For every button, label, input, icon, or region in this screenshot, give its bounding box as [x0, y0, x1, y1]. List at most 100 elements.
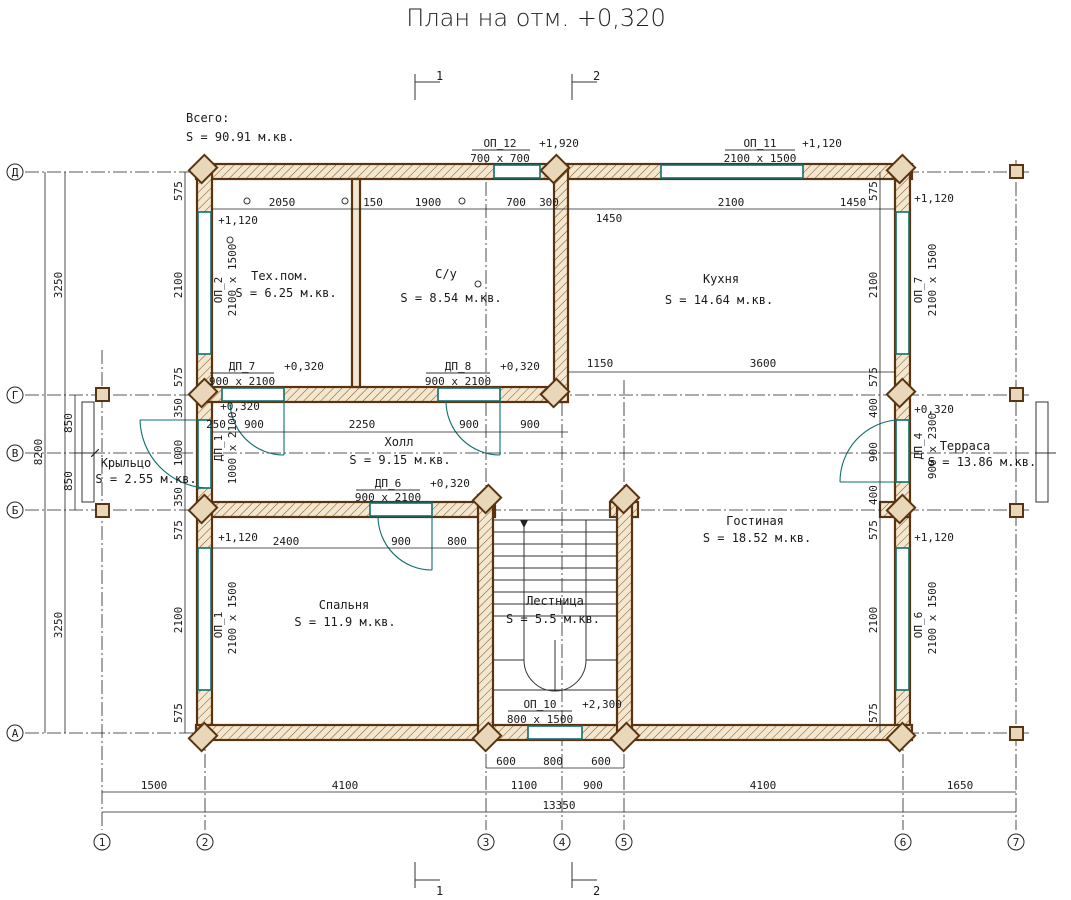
- room-name: Тех.пом.: [251, 269, 309, 283]
- dim-value: 800: [447, 535, 467, 548]
- opening-size: 2100 x 1500: [926, 244, 939, 317]
- dim-value: 2100: [172, 272, 185, 299]
- opening-level: +1,120: [218, 214, 258, 227]
- room-area: S = 2.55 м.кв.: [95, 472, 196, 486]
- section-mark-label: 1: [436, 884, 443, 898]
- dim-value: 700: [506, 196, 526, 209]
- room-name: Гостиная: [726, 514, 784, 528]
- dim-value: 575: [172, 181, 185, 201]
- log-corner-posts: [95, 153, 1024, 753]
- dim-value: 900: [391, 535, 411, 548]
- dim-value: 8200: [32, 439, 45, 466]
- dim-value: 575: [172, 703, 185, 723]
- room-name: Холл: [385, 435, 414, 449]
- opening-level: +1,920: [539, 137, 579, 150]
- axis-label: А: [12, 727, 19, 740]
- dim-value: 600: [496, 755, 516, 768]
- dim-value: 400: [867, 398, 880, 418]
- opening-size: 2100 x 1500: [226, 244, 239, 317]
- room-area: S = 13.86 м.кв.: [928, 455, 1036, 469]
- total-area: S = 90.91 м.кв.: [186, 130, 294, 144]
- opening-level: +1,120: [802, 137, 842, 150]
- opening-level: +0,320: [914, 403, 954, 416]
- room-area: S = 11.9 м.кв.: [294, 615, 395, 629]
- opening-size: 1000 x 2100: [226, 412, 239, 485]
- dim-value: 3250: [52, 612, 65, 639]
- dim-value: 1650: [947, 779, 974, 792]
- fixture-markers: [226, 197, 482, 288]
- dim-value: 575: [867, 703, 880, 723]
- opening-level: +0,320: [284, 360, 324, 373]
- dim-value: 900: [459, 418, 479, 431]
- top-dimension-values: 2050 150 1900 700 300 1450 2100 1450 115…: [206, 196, 866, 548]
- axis-label: 7: [1013, 836, 1020, 849]
- opening-level: +1,120: [218, 531, 258, 544]
- right-dimension-values: 575 2100 575 400 900 400 575 2100 575: [867, 181, 880, 723]
- opening-size: 900 x 2300: [926, 413, 939, 479]
- opening-mark: ОП_12: [483, 137, 516, 150]
- dim-value: 600: [591, 755, 611, 768]
- room-name: Лестница: [526, 594, 584, 608]
- opening-mark: ДП_1: [212, 435, 225, 462]
- axis-label: Б: [12, 504, 19, 517]
- dim-value: 350: [172, 487, 185, 507]
- room-area: S = 9.15 м.кв.: [349, 453, 450, 467]
- room-area: S = 14.64 м.кв.: [665, 293, 773, 307]
- opening-mark: ДП_7: [229, 360, 256, 373]
- room-area: S = 5.5 м.кв.: [506, 612, 600, 626]
- axis-label: 5: [621, 836, 628, 849]
- axis-label: 6: [900, 836, 907, 849]
- room-name: Терраса: [940, 439, 991, 453]
- opening-mark: ОП_7: [912, 277, 925, 304]
- dim-value: 575: [172, 367, 185, 387]
- opening-size: 700 x 700: [470, 152, 530, 165]
- doors: [139, 387, 910, 571]
- section-mark-label: 2: [593, 884, 600, 898]
- opening-level: +1,120: [914, 192, 954, 205]
- opening-level: +0,320: [500, 360, 540, 373]
- log-walls: [194, 162, 914, 742]
- dim-value: 575: [867, 367, 880, 387]
- dim-value: 2050: [269, 196, 296, 209]
- opening-size: 2100 x 1500: [926, 582, 939, 655]
- dim-value: 2100: [172, 607, 185, 634]
- axis-label: 2: [202, 836, 209, 849]
- opening-labels: ОП_12 700 x 700 +1,920 ОП_11 2100 x 1500…: [209, 137, 954, 726]
- dim-value: 900: [244, 418, 264, 431]
- dim-value: 1450: [840, 196, 867, 209]
- dim-value: 800: [543, 755, 563, 768]
- dim-value: 2100: [867, 272, 880, 299]
- windows: [197, 164, 910, 740]
- room-area: S = 18.52 м.кв.: [703, 531, 811, 545]
- dim-value: 2100: [867, 607, 880, 634]
- room-area: S = 8.54 м.кв.: [400, 291, 501, 305]
- dim-value: 3250: [52, 272, 65, 299]
- opening-level: +1,120: [914, 531, 954, 544]
- axis-label: 3: [483, 836, 490, 849]
- dim-value: 2250: [349, 418, 376, 431]
- dim-value: 1450: [596, 212, 623, 225]
- opening-size: 900 x 2100: [425, 375, 491, 388]
- room-area: S = 6.25 м.кв.: [235, 286, 336, 300]
- section-mark-label: 2: [593, 69, 600, 83]
- opening-level: +0,320: [430, 477, 470, 490]
- overall-width: 13350: [542, 799, 575, 812]
- dim-value: 900: [583, 779, 603, 792]
- dim-value: 575: [867, 181, 880, 201]
- dim-value: 850: [62, 413, 75, 433]
- opening-mark: ОП_2: [212, 277, 225, 304]
- dim-value: 3600: [750, 357, 777, 370]
- opening-mark: ОП_1: [212, 612, 225, 639]
- dim-value: 575: [172, 520, 185, 540]
- opening-level: +0,320: [220, 400, 260, 413]
- dim-value: 900: [520, 418, 540, 431]
- dimension-lines: [44, 172, 1016, 813]
- dim-value: 150: [363, 196, 383, 209]
- room-labels: Тех.пом. S = 6.25 м.кв. С/у S = 8.54 м.к…: [95, 267, 1036, 629]
- drawing-title: План на отм. +0,320: [406, 4, 665, 32]
- opening-mark: ОП_6: [912, 612, 925, 639]
- bottom-dimension-values: 1500 4100 1100 900 4100 1650 13350 600 8…: [141, 755, 974, 812]
- opening-mark: ДП_6: [375, 477, 402, 490]
- dim-value: 900: [867, 442, 880, 462]
